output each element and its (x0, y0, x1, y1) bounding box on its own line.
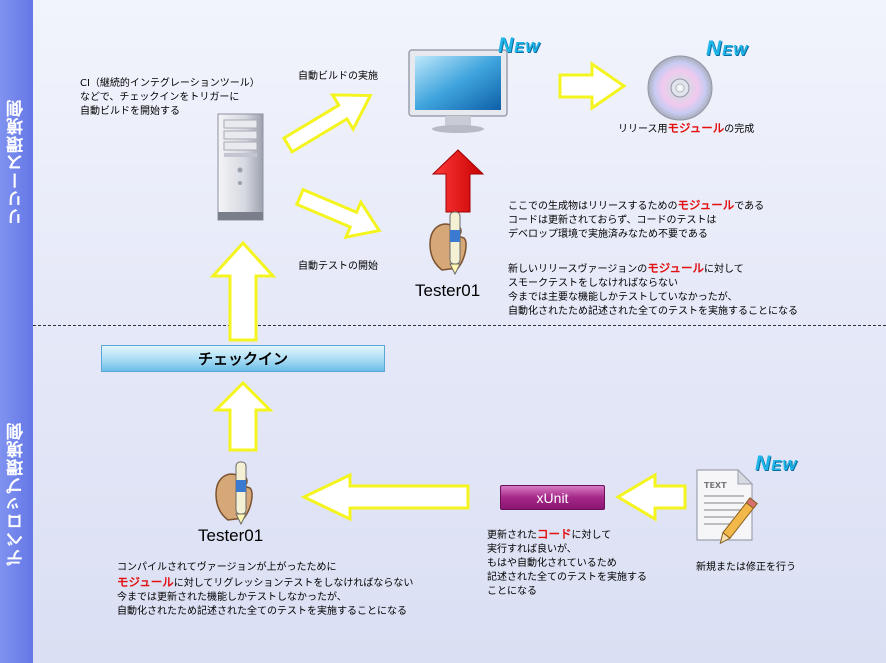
red-arrow-up (431, 149, 485, 213)
ci-note-line: CI（継続的インテグレーションツール） (80, 78, 260, 89)
new-badge-monitor: NEW (498, 34, 541, 57)
smoke-test-note: 新しいリリースヴァージョンのモジュールに対して スモークテストをしなければならな… (508, 261, 798, 317)
dev-tester-icon (215, 461, 253, 526)
xunit-box: xUnit (500, 485, 605, 510)
dev-tester-name: Tester01 (198, 526, 264, 545)
cd-disc-icon (647, 55, 713, 121)
regression-note: コンパイルされてヴァージョンが上がったために モジュールに対してリグレッションテ… (117, 562, 414, 617)
artifact-note: ここでの生成物はリリースするためのモジュールである コードは更新されておらず、コ… (508, 198, 765, 240)
arrow-to-cd (558, 61, 627, 111)
arrow-to-release-tester (294, 187, 382, 240)
release-tester-name: Tester01 (415, 281, 481, 300)
auto-build-label: 自動ビルドの実施 (298, 71, 378, 82)
new-or-edit-label: 新規または修正を行う (696, 562, 796, 573)
ci-note-line: 自動ビルドを開始する (80, 106, 180, 117)
ci-note: CI（継続的インテグレーションツール） などで、チェックインをトリガーに 自動ビ… (80, 77, 260, 119)
server-tower-icon (217, 113, 264, 221)
arrow-tester-to-checkin (212, 380, 274, 452)
arrow-document-to-xunit (615, 472, 687, 522)
environment-divider (33, 325, 886, 326)
svg-text:TEXT: TEXT (704, 481, 727, 490)
xunit-note: 更新されたコードに対して 実行すれば良いが、 もはや自動化されているため 記述さ… (487, 527, 647, 597)
new-badge-document: NEW (755, 452, 798, 475)
ci-note-line: などで、チェックインをトリガーに (80, 92, 240, 103)
sidebar (0, 0, 33, 663)
checkin-bar: チェックイン (101, 345, 385, 372)
document-pencil-icon: TEXT (696, 468, 758, 545)
monitor-icon (408, 49, 508, 133)
release-tester-icon (429, 211, 467, 276)
arrow-xunit-to-tester (300, 472, 470, 522)
auto-test-label: 自動テストの開始 (298, 261, 378, 272)
arrow-checkin-to-server (209, 240, 277, 342)
release-done-label: リリース用モジュールの完成 (618, 121, 755, 135)
arrow-to-monitor (281, 93, 373, 154)
new-badge-cd: NEW (706, 37, 749, 60)
